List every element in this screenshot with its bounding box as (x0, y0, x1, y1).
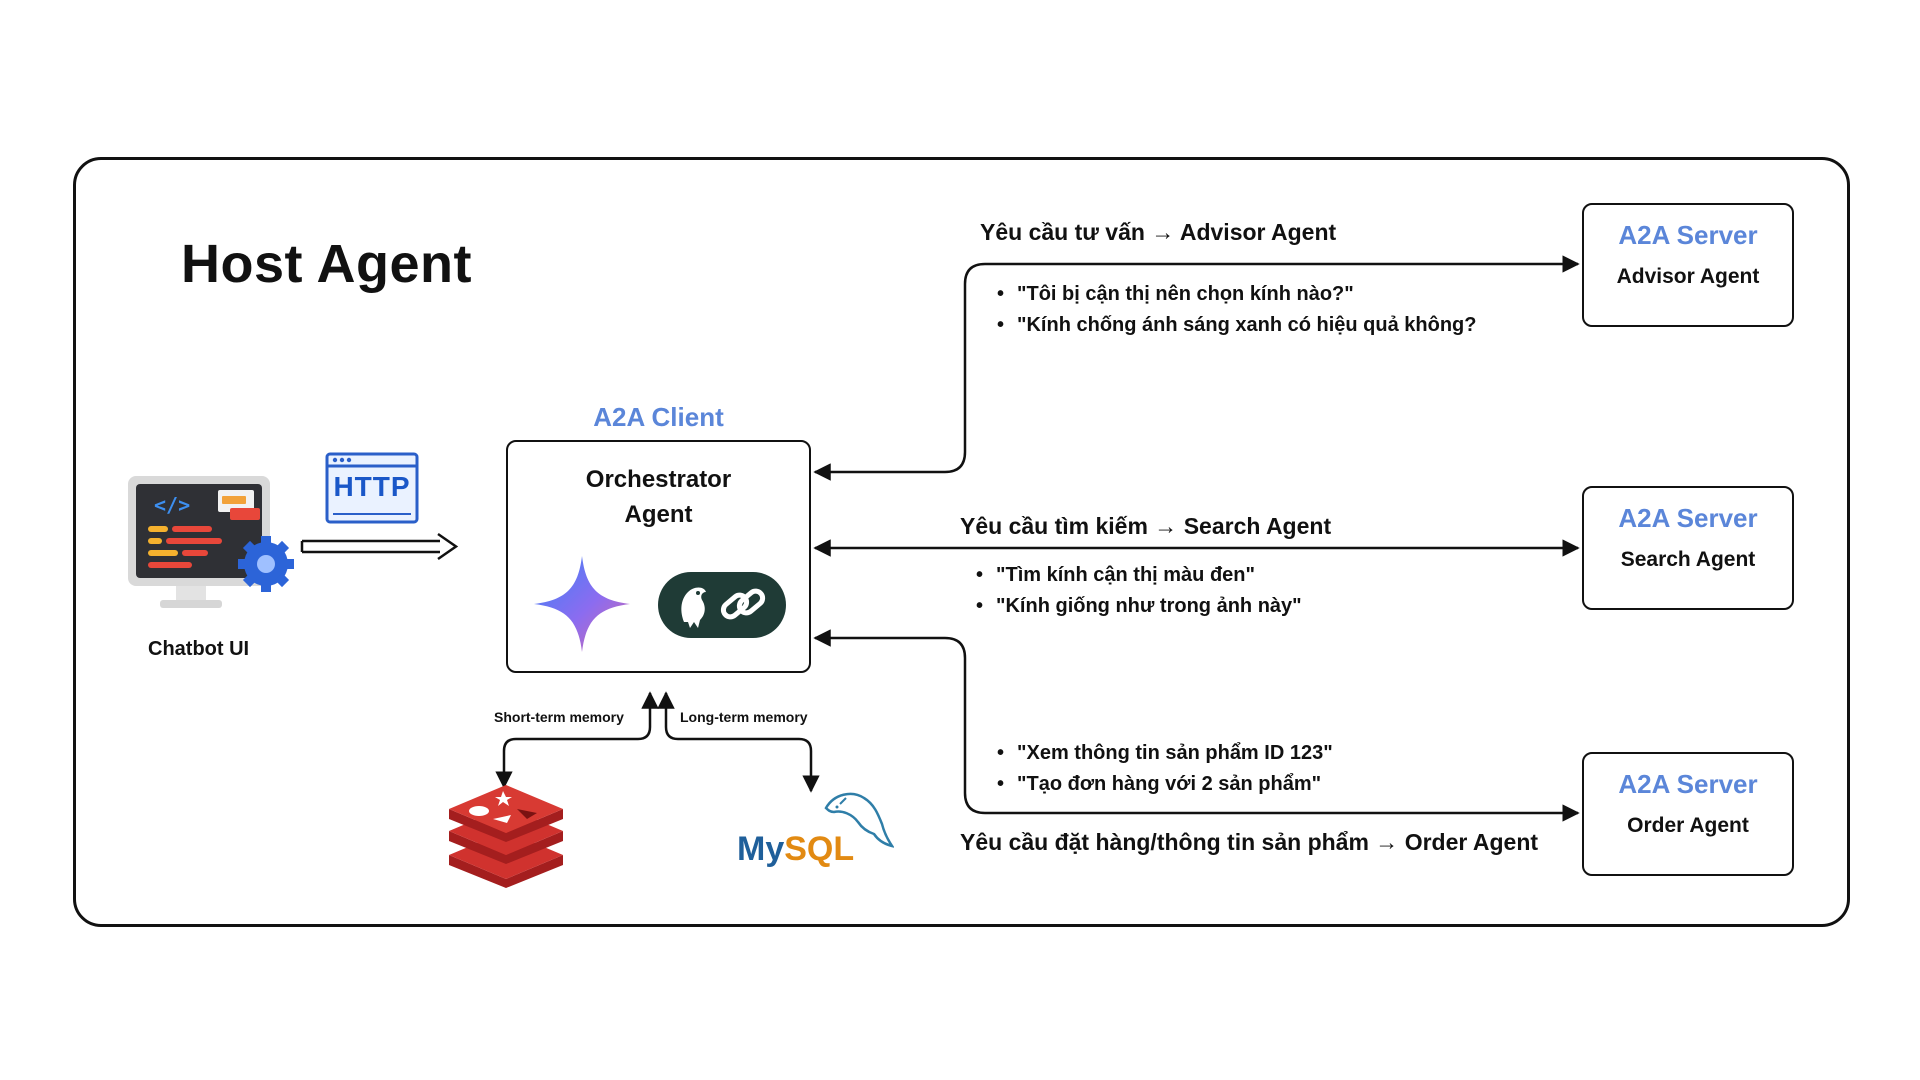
order-server-box: A2A Server Order Agent (1582, 752, 1794, 876)
mysql-dolphin-icon (824, 792, 894, 848)
redis-icon (449, 785, 563, 888)
orchestrator-title-line2: Agent (624, 501, 693, 528)
http-label: HTTP (333, 471, 411, 502)
chatbot-ui-label: Chatbot UI (148, 638, 250, 660)
advisor-route-label: Yêu cầu tư vấn → Advisor Agent (980, 219, 1337, 245)
search-route-label: Yêu cầu tìm kiếm → Search Agent (960, 513, 1332, 539)
mysql-label-sql: SQL (784, 830, 855, 868)
advisor-server-box: A2A Server Advisor Agent (1582, 203, 1794, 327)
a2a-client-label: A2A Client (593, 402, 724, 432)
parrot-link-icon (658, 572, 786, 638)
mysql-label-my: My (737, 830, 785, 868)
chatbot-to-client-arrow (300, 532, 459, 561)
long-term-memory-arrow (657, 691, 820, 793)
orchestrator-title-line1: Orchestrator (585, 466, 732, 493)
search-example-2: "Kính giống như trong ảnh này" (974, 591, 1302, 622)
host-agent-title: Host Agent (181, 234, 472, 294)
order-example-1: "Xem thông tin sản phẩm ID 123" (995, 738, 1333, 769)
advisor-server-head: A2A Server (1618, 220, 1758, 250)
code-monitor-icon: </> (128, 476, 294, 608)
advisor-route-arrow (813, 255, 1580, 481)
advisor-example-2: "Kính chống ánh sáng xanh có hiệu quả kh… (995, 310, 1477, 341)
search-examples: "Tìm kính cận thị màu đen" "Kính giống n… (974, 560, 1302, 622)
http-browser-icon (325, 452, 419, 524)
short-term-memory-arrow (495, 691, 659, 789)
long-term-memory-label: Long-term memory (680, 709, 808, 725)
search-server-head: A2A Server (1618, 503, 1758, 533)
search-example-1: "Tìm kính cận thị màu đen" (974, 560, 1302, 591)
short-term-memory-label: Short-term memory (494, 709, 624, 725)
gear-icon (238, 536, 294, 592)
gemini-sparkle-icon (534, 556, 630, 652)
order-examples: "Xem thông tin sản phẩm ID 123" "Tạo đơn… (995, 738, 1333, 800)
search-server-box: A2A Server Search Agent (1582, 486, 1794, 610)
orchestrator-title: Orchestrator Agent (508, 462, 809, 532)
order-example-2: "Tạo đơn hàng với 2 sản phẩm" (995, 769, 1333, 800)
advisor-server-name: Advisor Agent (1616, 265, 1760, 288)
orchestrator-agent-box: Orchestrator Agent (506, 440, 811, 673)
host-agent-frame (73, 157, 1850, 927)
order-route-label: Yêu cầu đặt hàng/thông tin sản phẩm → Or… (960, 829, 1539, 855)
svg-text:</>: </> (154, 493, 190, 517)
order-server-head: A2A Server (1618, 769, 1758, 799)
order-route-arrow (813, 629, 1580, 822)
search-server-name: Search Agent (1620, 548, 1756, 571)
advisor-examples: "Tôi bị cận thị nên chọn kính nào?" "Kín… (995, 279, 1477, 341)
order-server-name: Order Agent (1627, 814, 1749, 837)
advisor-example-1: "Tôi bị cận thị nên chọn kính nào?" (995, 279, 1477, 310)
mysql-label: MySQL (737, 830, 854, 869)
